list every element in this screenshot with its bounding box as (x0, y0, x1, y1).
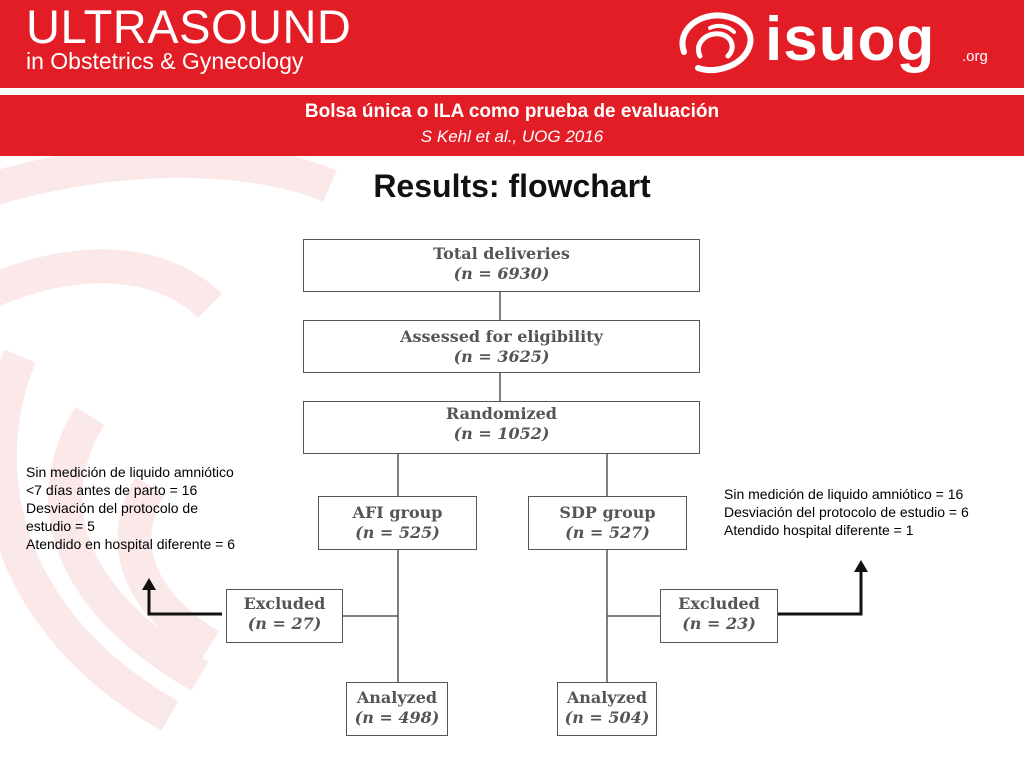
journal-subtitle: in Obstetrics & Gynecology (26, 48, 304, 74)
afi-note-line: <7 días antes de parto = 16 (26, 482, 198, 498)
assessed-eligibility-label: Assessed for eligibility (400, 327, 603, 346)
afi-group-label: AFI group (352, 503, 443, 522)
afi-note-line: Atendido en hospital diferente = 6 (26, 536, 235, 552)
afi-excluded-count: (n = 27) (247, 614, 322, 633)
afi-exclusion-notes: Sin medición de liquido amniótico <7 día… (26, 463, 235, 553)
afi-excluded-box: Excluded (n = 27) (226, 589, 343, 643)
total-deliveries-label: Total deliveries (433, 244, 570, 263)
sdp-group-box: SDP group (n = 527) (528, 496, 687, 550)
sdp-analyzed-label: Analyzed (566, 688, 648, 707)
afi-analyzed-label: Analyzed (356, 688, 438, 707)
sdp-exclusion-notes: Sin medición de liquido amniótico = 16 D… (724, 485, 969, 539)
assessed-eligibility-count: (n = 3625) (453, 347, 550, 366)
sdp-excluded-label: Excluded (678, 594, 760, 613)
isuog-logo-text: isuog (765, 5, 936, 74)
randomized-label: Randomized (446, 404, 557, 423)
background-decoration (0, 156, 337, 731)
isuog-logo-domain: .org (962, 48, 988, 65)
assessed-eligibility-box: Assessed for eligibility (n = 3625) (303, 320, 700, 373)
afi-excluded-label: Excluded (243, 594, 326, 613)
slide-citation: S Kehl et al., UOG 2016 (420, 127, 604, 146)
total-deliveries-box: Total deliveries (n = 6930) (303, 239, 700, 292)
sdp-analyzed-box: Analyzed (n = 504) (557, 682, 657, 736)
total-deliveries-count: (n = 6930) (453, 264, 550, 283)
results-heading: Results: flowchart (373, 168, 651, 204)
sdp-excluded-box: Excluded (n = 23) (660, 589, 778, 643)
sdp-group-label: SDP group (559, 503, 656, 522)
slide-title-band (0, 95, 1024, 156)
randomized-count: (n = 1052) (453, 424, 550, 443)
sdp-excluded-count: (n = 23) (682, 614, 756, 633)
randomized-box: Randomized (n = 1052) (303, 401, 700, 454)
journal-header (0, 0, 1024, 88)
isuog-logo-icon (679, 12, 754, 73)
sdp-note-line: Atendido hospital diferente = 1 (724, 522, 914, 538)
afi-group-box: AFI group (n = 525) (318, 496, 477, 550)
afi-analyzed-box: Analyzed (n = 498) (346, 682, 448, 736)
sdp-group-count: (n = 527) (565, 523, 650, 542)
afi-note-line: Desviación del protocolo de (26, 500, 198, 516)
afi-group-count: (n = 525) (355, 523, 440, 542)
sdp-note-line: Desviación del protocolo de estudio = 6 (724, 504, 969, 520)
afi-note-line: estudio = 5 (26, 518, 95, 534)
afi-note-line: Sin medición de liquido amniótico (26, 464, 234, 480)
journal-title: ULTRASOUND (26, 0, 352, 53)
afi-analyzed-count: (n = 498) (354, 708, 440, 727)
slide-title: Bolsa única o ILA como prueba de evaluac… (304, 101, 720, 122)
sdp-analyzed-count: (n = 504) (564, 708, 650, 727)
sdp-note-line: Sin medición de liquido amniótico = 16 (724, 486, 964, 502)
